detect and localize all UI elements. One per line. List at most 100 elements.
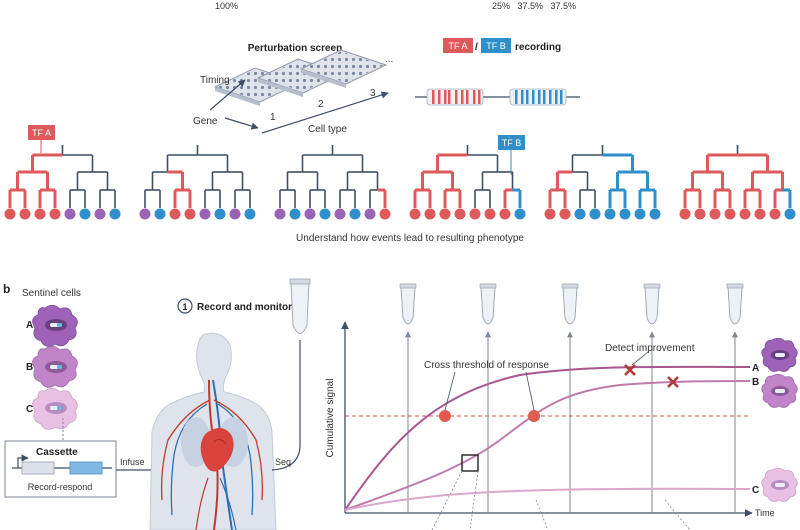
lineage-tree-4 (409, 145, 526, 220)
tree-5-leaf-6 (619, 208, 631, 220)
tree-1-leaf-2 (19, 208, 31, 220)
tf-b-badge (481, 38, 511, 53)
tree-2-leaf-4 (184, 208, 196, 220)
x-axis-label: Time (755, 508, 775, 518)
lineage-tree-3 (274, 145, 391, 220)
tf-b-stripe-4 (538, 90, 541, 104)
recording-word: recording (515, 42, 561, 53)
result-cell-b (761, 373, 798, 408)
lineage-trees (4, 145, 796, 220)
sampling-timepoints (399, 283, 744, 513)
curve-b (344, 380, 751, 511)
tf-a-badge-text: TF A (448, 41, 467, 51)
tree-2-leaf-6 (214, 208, 226, 220)
zoom-guide-4 (664, 499, 691, 530)
tree-4-leaf-5 (469, 208, 481, 220)
lineage-tree-1 (4, 145, 121, 220)
gene-label: Gene (193, 116, 218, 127)
sampling-tube-2 (480, 286, 496, 325)
lineage-tree-5 (544, 145, 661, 220)
tree-4-leaf-6 (484, 208, 496, 220)
tree-2-leaf-1 (139, 208, 151, 220)
cassette-title: Cassette (36, 447, 78, 458)
tree-5-leaf-2 (559, 208, 571, 220)
curve-a (344, 365, 751, 511)
curve-c (344, 487, 751, 511)
sample-tube (289, 278, 311, 334)
lineage-tree-6 (679, 145, 796, 220)
well-plate-3 (299, 49, 388, 88)
tree-2-leaf-2 (154, 208, 166, 220)
tree-1-leaf-3 (34, 208, 46, 220)
zoom-region-box (461, 454, 479, 472)
improvement-label: Detect improvement (605, 343, 695, 354)
sentinel-label-b: B (26, 362, 33, 373)
tree-4-leaf-8 (514, 208, 526, 220)
tree-3-leaf-6 (349, 208, 361, 220)
tree-4-leaf-2 (424, 208, 436, 220)
tf-b-stripe-1 (521, 90, 524, 104)
improvement-marker-a (624, 364, 636, 376)
panel-b-letter: b (3, 282, 10, 296)
tf-a-stripe-7 (473, 90, 476, 104)
threshold-callout-a (444, 371, 456, 411)
tf-a-stripe-8 (478, 90, 481, 104)
tf-b-stripe-5 (543, 90, 546, 104)
curve-label-b: B (752, 377, 759, 388)
tree-5-leaf-8 (649, 208, 661, 220)
sentinel-cell-b (32, 345, 78, 388)
tf-a-stripe-4 (455, 90, 458, 104)
step-number-badge (177, 298, 193, 314)
tree-5-leaf-3 (574, 208, 586, 220)
tf-a-stripe-5 (461, 90, 464, 104)
tree-5-leaf-4 (589, 208, 601, 220)
tree-2-leaf-5 (199, 208, 211, 220)
tree-3-leaf-2 (289, 208, 301, 220)
sentinel-cell-a (32, 304, 78, 347)
tf-a-tree-badge-text: TF A (32, 128, 51, 138)
sampling-tube-1 (400, 286, 416, 325)
tree-1-leaf-5 (64, 208, 76, 220)
tree-2-leaf-3 (169, 208, 181, 220)
tree-6-leaf-5 (739, 208, 751, 220)
curve-label-c: C (752, 485, 759, 496)
tf-b-badge-text: TF B (486, 41, 506, 51)
tree-4-leaf-3 (439, 208, 451, 220)
tree-6-leaf-3 (709, 208, 721, 220)
tf-a-badge (443, 38, 473, 53)
seq-connector (271, 340, 301, 471)
threshold-marker-b (528, 410, 540, 422)
tf-b-record-stripes (515, 90, 563, 104)
tree-4-leaf-4 (454, 208, 466, 220)
result-cell-c (761, 467, 798, 502)
tree-2-leaf-7 (229, 208, 241, 220)
tree-5-leaf-1 (544, 208, 556, 220)
human-body-illustration (149, 332, 277, 530)
recording-slash: / (475, 42, 478, 53)
tree-2-leaf-8 (244, 208, 256, 220)
tf-b-stripe-7 (555, 90, 558, 104)
tf-a-stripe-3 (448, 90, 451, 104)
tf-a-stripe-1 (438, 90, 441, 104)
panel-a-caption: Understand how events lead to resulting … (296, 233, 524, 244)
zoom-guide-3 (535, 499, 549, 530)
tf-a-tree-badge (28, 125, 55, 140)
tree-6-leaf-1 (679, 208, 691, 220)
cassette-respond-element (69, 461, 103, 475)
tf-b-stripe-3 (532, 90, 535, 104)
tree-3-leaf-7 (364, 208, 376, 220)
cassette-box: Cassette Record-respond (4, 440, 117, 498)
threshold-marker-a (439, 410, 451, 422)
sentinel-label-c: C (26, 404, 33, 415)
sampling-tube-cap-2 (479, 283, 497, 289)
plate-label-1: 1 (270, 112, 276, 123)
cell-type-arrow (261, 91, 389, 134)
sampling-tube-cap-5 (726, 283, 744, 289)
sampling-tube-cap-1 (399, 283, 417, 289)
timing-arrow (209, 79, 246, 111)
sampling-tube-cap-4 (643, 283, 661, 289)
perturbation-screen: Perturbation screen ... 1 2 3 Timing Gen… (193, 43, 393, 135)
tree-6-leaf-7 (769, 208, 781, 220)
tree-4-leaf-1 (409, 208, 421, 220)
result-cell-a (761, 337, 798, 372)
